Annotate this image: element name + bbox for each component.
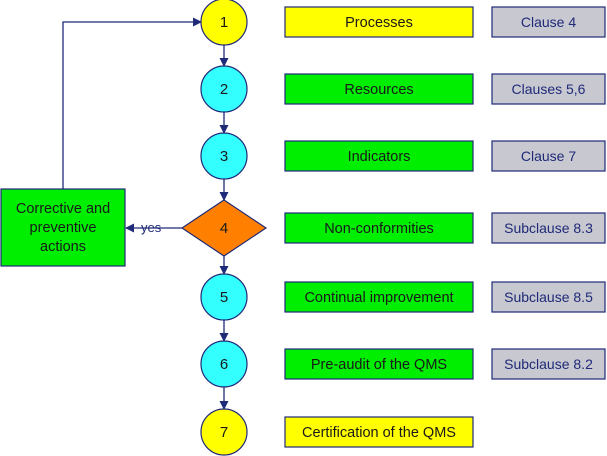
step-number: 6 — [220, 356, 228, 373]
step-label: Resources — [344, 82, 413, 98]
clause-box — [491, 212, 606, 244]
side-box-line-1: Corrective and — [16, 201, 110, 217]
clause-label: Clause 7 — [521, 148, 576, 164]
step-label-box — [284, 212, 474, 244]
step-number: 2 — [220, 81, 228, 98]
step-number: 3 — [220, 148, 228, 165]
step-number: 7 — [220, 424, 228, 441]
step-label-box — [284, 281, 474, 313]
clause-label: Clauses 5,6 — [512, 81, 586, 97]
clause-box — [491, 140, 606, 172]
step-circle — [200, 340, 248, 388]
step-circle — [200, 132, 248, 180]
step-label: Certification of the QMS — [302, 425, 456, 441]
step-number: 4 — [220, 220, 228, 237]
feedback-arrow — [62, 17, 202, 189]
clause-label: Subclause 8.5 — [504, 289, 593, 305]
decision-diamond — [180, 199, 268, 257]
clause-box — [491, 73, 606, 105]
step-label-box — [284, 140, 474, 172]
step-label: Pre-audit of the QMS — [311, 357, 447, 373]
step-label-boxes: ProcessesResourcesIndicatorsNon-conformi… — [284, 6, 474, 448]
step-number: 5 — [220, 289, 228, 306]
step-nodes: 1 2 3 4 5 6 7 — [180, 0, 268, 456]
clause-label: Subclause 8.3 — [504, 220, 593, 236]
step-label-box — [284, 416, 474, 448]
step-number: 1 — [220, 14, 228, 31]
step-circle — [200, 65, 248, 113]
connector-lines — [62, 17, 229, 410]
step-circle — [200, 408, 248, 456]
clause-label: Subclause 8.2 — [504, 356, 593, 372]
clause-box — [491, 348, 606, 380]
step-circle — [200, 0, 248, 46]
step-label: Non-conformities — [324, 221, 434, 237]
step-circle — [200, 273, 248, 321]
step-label-box — [284, 73, 474, 105]
side-box-line-2: preventive — [30, 220, 97, 236]
clause-box — [491, 6, 606, 38]
step-label-box — [284, 6, 474, 38]
side-box-line-3: actions — [40, 239, 86, 255]
step-label-box — [284, 348, 474, 380]
clause-label: Clause 4 — [521, 14, 576, 30]
clause-box — [491, 281, 606, 313]
step-label: Continual improvement — [304, 290, 453, 306]
corrective-actions-box: Corrective and preventive actions — [0, 188, 126, 267]
yes-label: yes — [141, 220, 162, 235]
step-label: Processes — [345, 15, 413, 31]
step-label: Indicators — [348, 149, 411, 165]
